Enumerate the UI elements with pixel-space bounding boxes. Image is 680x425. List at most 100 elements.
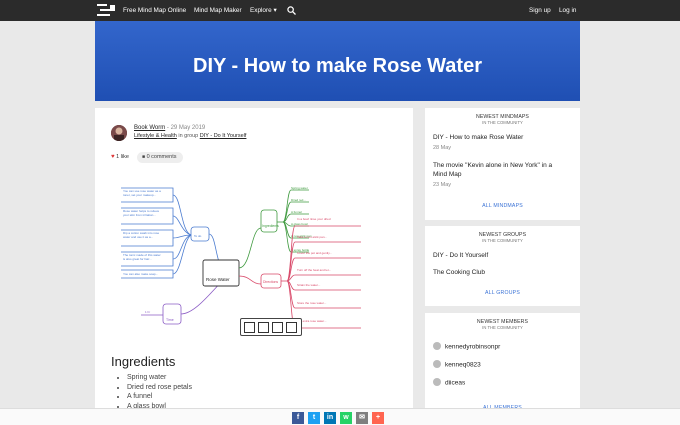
svg-text:A spray bottle: A spray bottle xyxy=(291,248,310,252)
svg-text:is also great for hair...: is also great for hair... xyxy=(123,257,152,261)
time-branch-text: Time xyxy=(166,318,174,322)
post-date: - 29 May 2019 xyxy=(165,125,206,131)
author-name[interactable]: Book Worm xyxy=(134,125,166,131)
ingredients-branch-text: Ingredients xyxy=(262,224,279,228)
mindmap-item-date: 23 May xyxy=(433,182,452,188)
svg-text:A non-stick pan: A non-stick pan xyxy=(291,234,312,238)
comments-button[interactable]: ■ 0 comments xyxy=(137,152,183,163)
member-item[interactable]: kennedyrobinsonpr xyxy=(433,342,501,351)
svg-text:Cover the pot and gently...: Cover the pot and gently... xyxy=(297,251,332,255)
zoom-out-icon[interactable] xyxy=(272,322,283,333)
svg-text:Store the rose water...: Store the rose water... xyxy=(297,301,327,305)
user-avatar-icon xyxy=(433,342,441,350)
newest-groups-subheading: IN THE COMMUNITY xyxy=(482,238,523,243)
logo-icon[interactable] xyxy=(97,3,115,18)
svg-text:You can use rose water as a: You can use rose water as a xyxy=(123,189,161,193)
nav-mind-map-maker[interactable]: Mind Map Maker xyxy=(194,7,242,14)
category-link[interactable]: Lifestyle & Health xyxy=(134,133,177,139)
list-item: A funnel xyxy=(127,392,192,402)
facebook-share-button[interactable]: f xyxy=(292,412,304,424)
all-mindmaps-link[interactable]: ALL MINDMAPS xyxy=(482,203,523,209)
user-avatar-icon xyxy=(433,360,441,368)
member-name: kenneq0823 xyxy=(445,361,481,369)
all-groups-link[interactable]: ALL GROUPS xyxy=(485,290,520,296)
mind-map-toolbar xyxy=(240,318,302,336)
mindmap-item-link[interactable]: Mind Map xyxy=(433,171,462,178)
svg-text:To do: To do xyxy=(194,234,202,238)
zoom-in-icon[interactable] xyxy=(258,322,269,333)
page-title: DIY - How to make Rose Water xyxy=(193,55,482,77)
group-item-link[interactable]: The Cooking Club xyxy=(433,269,486,276)
top-nav: Free Mind Map Online Mind Map Maker Expl… xyxy=(0,0,680,21)
svg-text:A funnel: A funnel xyxy=(291,210,302,214)
list-item: A glass bowl xyxy=(127,402,192,412)
fullscreen-icon[interactable] xyxy=(286,322,297,333)
scrollbar[interactable] xyxy=(675,21,680,408)
newest-members-heading: NEWEST MEMBERS xyxy=(476,319,529,325)
mindmap-item-date: 28 May xyxy=(433,145,452,151)
comment-icon: ■ xyxy=(142,154,146,160)
member-item[interactable]: diiceas xyxy=(433,378,466,387)
in-group-text: in group xyxy=(176,133,200,139)
svg-text:toner, set your makeup...: toner, set your makeup... xyxy=(123,193,156,197)
newest-members-card: NEWEST MEMBERS IN THE COMMUNITY kennedyr… xyxy=(425,313,580,425)
user-avatar-icon xyxy=(433,378,441,386)
ingredients-list: Spring water Dried red rose petals A fun… xyxy=(127,373,192,411)
center-node-text: Rose Water xyxy=(206,277,230,282)
login-link[interactable]: Log in xyxy=(559,7,577,14)
member-item[interactable]: kenneq0823 xyxy=(433,360,481,369)
mindmap-item-link[interactable]: The movie "Kevin alone in New York" in a xyxy=(433,162,553,169)
newest-mindmaps-card: NEWEST MINDMAPS IN THE COMMUNITY DIY - H… xyxy=(425,108,580,220)
svg-text:Dip a cotton swab into rose: Dip a cotton swab into rose xyxy=(123,231,160,235)
nav-explore[interactable]: Explore ▾ xyxy=(250,7,277,14)
twitter-share-button[interactable]: t xyxy=(308,412,320,424)
newest-members-subheading: IN THE COMMUNITY xyxy=(482,325,523,330)
newest-mindmaps-subheading: IN THE COMMUNITY xyxy=(482,120,523,125)
group-link[interactable]: DIY - Do It Yourself xyxy=(199,133,247,139)
ingredients-heading: Ingredients xyxy=(111,354,176,369)
linkedin-share-button[interactable]: in xyxy=(324,412,336,424)
likes[interactable]: ♥ 1 like xyxy=(111,154,129,160)
svg-text:The tonic made of this water: The tonic made of this water xyxy=(123,253,161,257)
share-bar: f t in w ✉ + xyxy=(0,408,680,425)
member-name: kennedyrobinsonpr xyxy=(445,343,501,351)
svg-text:Turn off the heat and let...: Turn off the heat and let... xyxy=(297,268,331,272)
author-avatar[interactable] xyxy=(111,125,127,141)
nav-free-mind-map[interactable]: Free Mind Map Online xyxy=(123,7,187,14)
directions-branch-text: Directions xyxy=(263,280,278,284)
svg-text:Strain the water...: Strain the water... xyxy=(297,283,321,287)
svg-text:You can also make soap...: You can also make soap... xyxy=(123,272,158,276)
svg-text:Rose water helps to relieve: Rose water helps to relieve xyxy=(123,209,160,213)
time-leaf-text: 1 hr xyxy=(145,310,150,314)
more-share-button[interactable]: + xyxy=(372,412,384,424)
svg-text:A glass bowl: A glass bowl xyxy=(291,222,308,226)
list-item: Dried red rose petals xyxy=(127,383,192,393)
whatsapp-share-button[interactable]: w xyxy=(340,412,352,424)
member-name: diiceas xyxy=(445,379,466,387)
svg-text:water and use it as a...: water and use it as a... xyxy=(123,235,153,239)
mind-map-graphic: You can use rose water as a toner, set y… xyxy=(121,186,361,329)
svg-text:In a bowl rinse your dried: In a bowl rinse your dried xyxy=(297,217,331,221)
download-icon[interactable] xyxy=(244,322,255,333)
mind-map-preview[interactable]: You can use rose water as a toner, set y… xyxy=(111,180,395,340)
author-line: Book Worm - 29 May 2019 xyxy=(134,125,205,131)
svg-text:Dried red...: Dried red... xyxy=(291,198,306,202)
category-line: Lifestyle & Health in group DIY - Do It … xyxy=(134,133,246,139)
search-icon[interactable] xyxy=(287,6,296,15)
post-card: Book Worm - 29 May 2019 Lifestyle & Heal… xyxy=(95,108,413,425)
mindmap-item-link[interactable]: DIY - How to make Rose Water xyxy=(433,134,524,141)
svg-text:your skin from irritation...: your skin from irritation... xyxy=(123,213,156,217)
likes-count: 1 like xyxy=(116,154,129,160)
comments-count: 0 comments xyxy=(146,154,177,160)
group-item-link[interactable]: DIY - Do It Yourself xyxy=(433,252,489,259)
signup-link[interactable]: Sign up xyxy=(529,7,551,14)
svg-text:Take a non-stick pan...: Take a non-stick pan... xyxy=(297,235,327,239)
hero-banner: DIY - How to make Rose Water xyxy=(95,21,580,101)
email-share-button[interactable]: ✉ xyxy=(356,412,368,424)
heart-icon: ♥ xyxy=(111,154,115,160)
svg-text:Get extra rose water...: Get extra rose water... xyxy=(297,319,327,323)
newest-groups-heading: NEWEST GROUPS xyxy=(478,232,527,238)
list-item: Spring water xyxy=(127,373,192,383)
svg-text:Spring water: Spring water xyxy=(291,186,308,190)
newest-groups-card: NEWEST GROUPS IN THE COMMUNITY DIY - Do … xyxy=(425,226,580,306)
